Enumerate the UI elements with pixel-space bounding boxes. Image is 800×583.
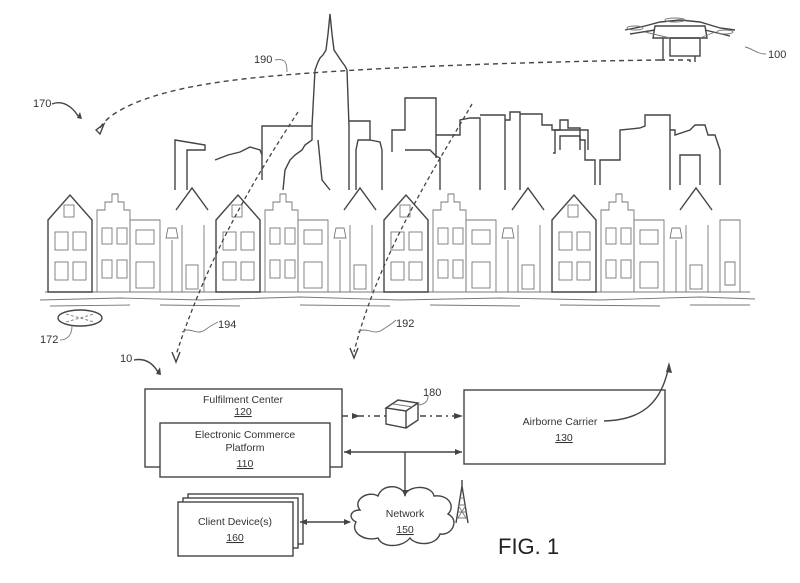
landing-pad-icon bbox=[57, 309, 103, 327]
city-skyline-illustration bbox=[174, 13, 721, 191]
network-number: 150 bbox=[396, 524, 414, 536]
network-title: Network bbox=[386, 508, 425, 520]
client-devices-title: Client Device(s) bbox=[198, 516, 272, 528]
drone-icon bbox=[624, 17, 736, 62]
airborne-carrier-block bbox=[463, 389, 666, 465]
cell-tower-icon bbox=[455, 480, 469, 524]
ref-label-10: 10 bbox=[120, 353, 132, 365]
airborne-carrier-title: Airborne Carrier bbox=[523, 416, 598, 428]
ref-label-180: 180 bbox=[423, 387, 441, 399]
figure-caption: FIG. 1 bbox=[498, 534, 559, 559]
ref-label-192: 192 bbox=[396, 318, 414, 330]
client-devices-block bbox=[177, 493, 304, 557]
client-devices-number: 160 bbox=[226, 532, 244, 544]
flight-path-190 bbox=[99, 59, 661, 129]
cloud-icon bbox=[350, 486, 455, 547]
ref-label-194: 194 bbox=[218, 319, 236, 331]
ref-label-172: 172 bbox=[40, 334, 58, 346]
ecommerce-platform-number: 110 bbox=[237, 458, 254, 470]
ref-label-100: 100 bbox=[768, 49, 786, 61]
ecommerce-platform-block bbox=[159, 422, 331, 478]
ecommerce-platform-title-line2: Platform bbox=[225, 442, 264, 454]
flight-path-194 bbox=[175, 111, 299, 356]
ecommerce-platform-title-line1: Electronic Commerce bbox=[195, 429, 296, 441]
ref-label-190: 190 bbox=[254, 54, 272, 66]
row-houses-illustration bbox=[39, 186, 756, 307]
fulfillment-center-title: Fulfilment Center bbox=[203, 394, 283, 406]
package-icon bbox=[384, 399, 420, 429]
airborne-carrier-number: 130 bbox=[555, 432, 573, 444]
arrowhead-190 bbox=[94, 121, 106, 136]
fulfillment-center-number: 120 bbox=[234, 406, 252, 418]
ref-label-170: 170 bbox=[33, 98, 51, 110]
